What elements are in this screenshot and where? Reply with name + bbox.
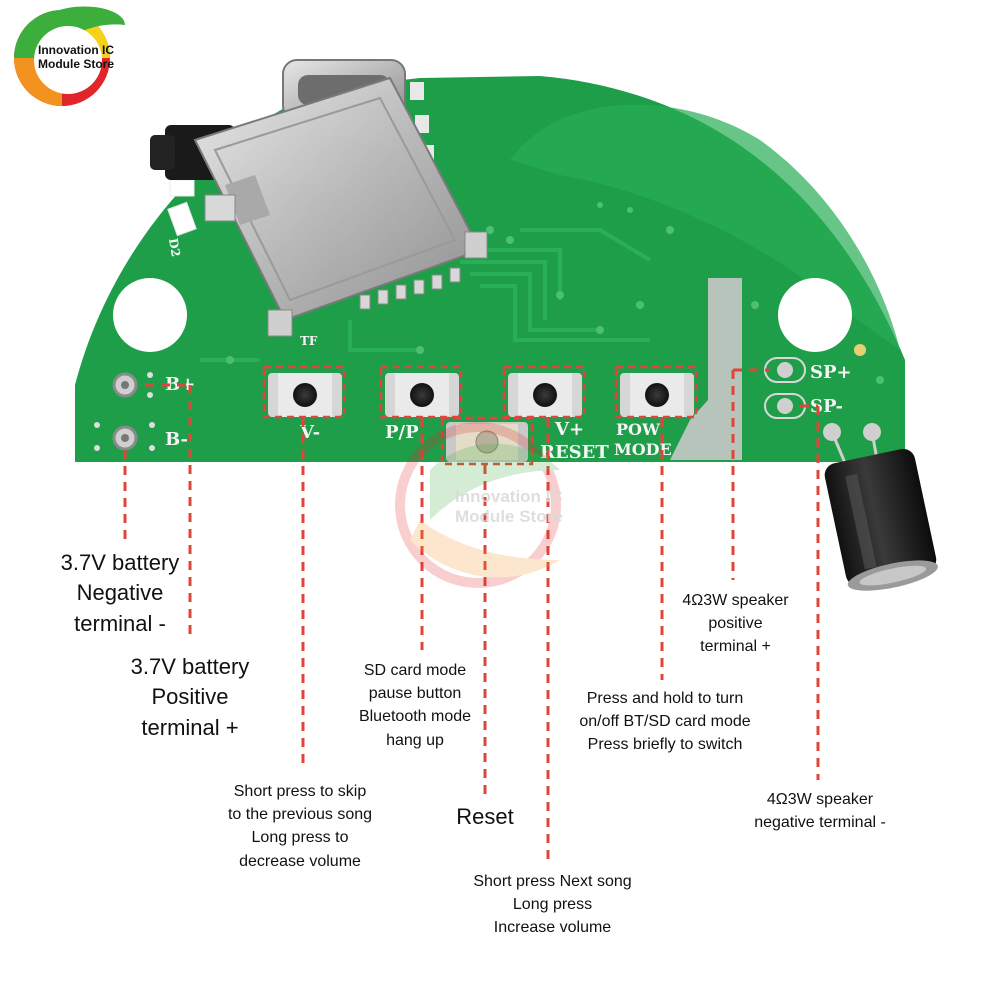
- silk-d2: D2: [166, 237, 183, 258]
- callout-speaker-negative: 4Ω3W speaker negative terminal -: [754, 791, 886, 832]
- button-v-minus: [262, 365, 346, 419]
- silk-p-p: P/P: [385, 422, 419, 443]
- silk-b-minus: B-: [165, 429, 188, 450]
- callout-previous-song: Short press to skip to the previous song…: [227, 783, 373, 870]
- brand-name-line1: Innovation IC: [38, 43, 114, 57]
- brand-name: Innovation IC Module Store: [38, 43, 115, 72]
- watermark-text: Innovation IC Module Store: [455, 487, 563, 528]
- button-reset: [440, 416, 534, 466]
- silk-tf: TF: [300, 334, 318, 348]
- silk-sp-plus: SP+: [810, 362, 852, 383]
- brand-logo: [14, 6, 125, 106]
- callout-sd-pause: SD card mode pause button Bluetooth mode…: [358, 662, 472, 749]
- button-power-mode: [614, 365, 698, 419]
- silk-v-plus: V+: [554, 419, 584, 440]
- callout-reset: Reset: [456, 804, 514, 829]
- silk-sp-minus: SP-: [810, 396, 843, 417]
- capacitor: [824, 431, 938, 591]
- callout-battery-positive: 3.7V battery Positive terminal +: [130, 654, 250, 740]
- callout-battery-negative: 3.7V battery Negative terminal -: [60, 550, 180, 636]
- callout-power-mode: Press and hold to turn on/off BT/SD card…: [579, 690, 751, 754]
- watermark-line1: Innovation IC: [455, 487, 563, 506]
- silk-mode: MODE: [614, 440, 672, 459]
- brand-name-line2: Module Store: [38, 56, 115, 71]
- callout-speaker-positive: 4Ω3W speaker positive terminal +: [682, 592, 789, 656]
- button-play-pause: [379, 365, 463, 419]
- watermark-logo: [395, 422, 561, 588]
- button-v-plus: [502, 365, 586, 419]
- leader-lines: [123, 368, 820, 862]
- callout-next-song: Short press Next song Long press Increas…: [473, 873, 632, 937]
- silk-pow: POW: [616, 420, 661, 439]
- silk-reset: RESET: [540, 442, 609, 463]
- watermark-line2: Module Store: [455, 507, 563, 527]
- sd-card-slot: [193, 76, 488, 337]
